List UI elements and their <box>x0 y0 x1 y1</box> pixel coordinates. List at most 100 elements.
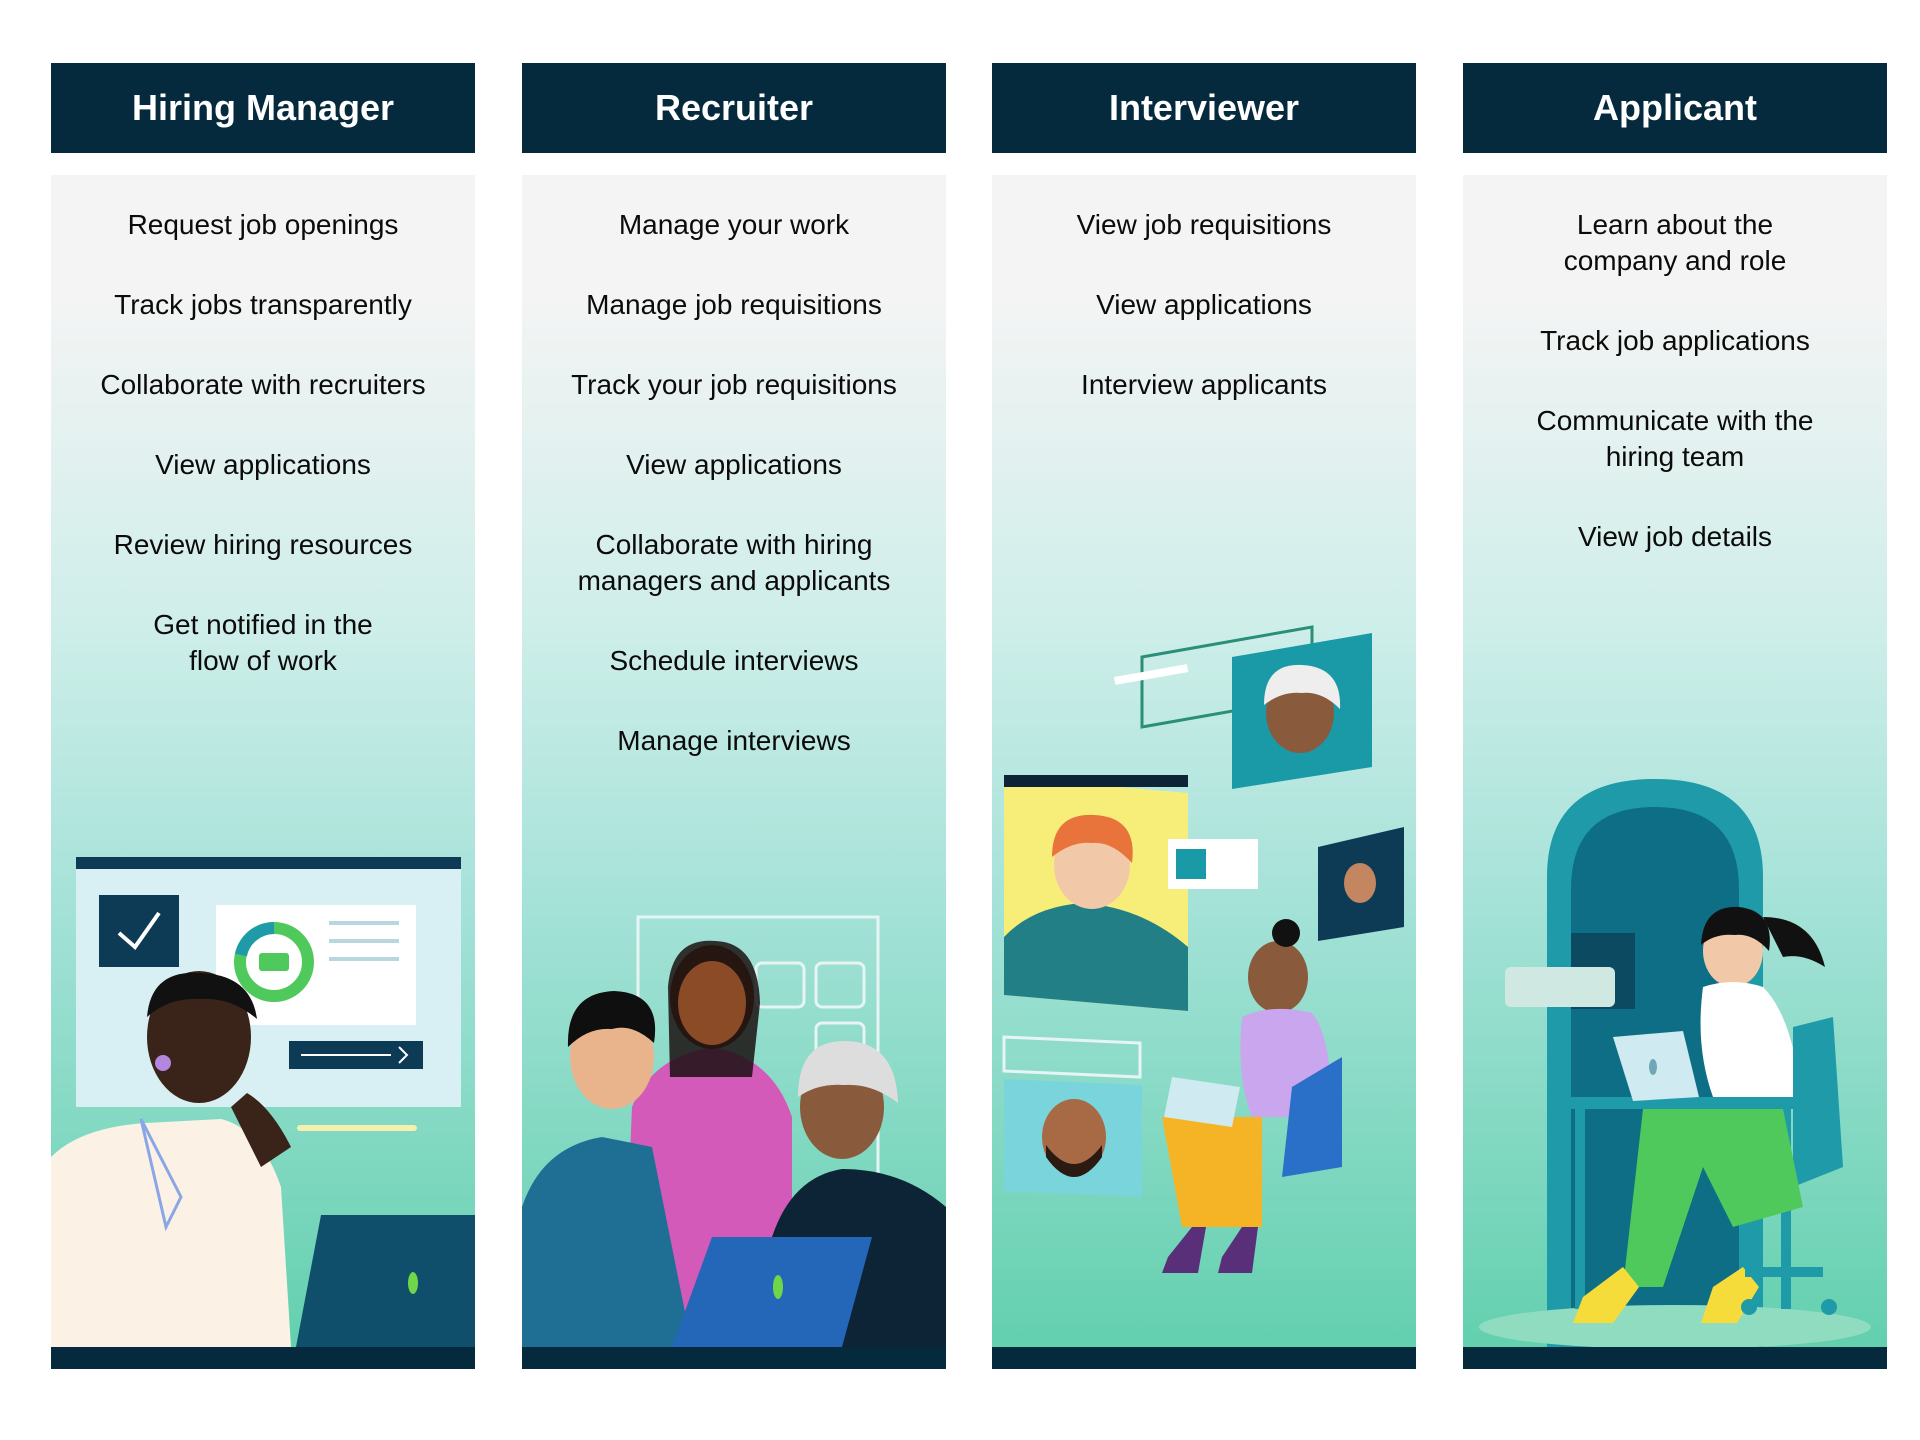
column-hiring-manager: Hiring Manager Request job openings Trac… <box>51 63 475 1369</box>
person-face <box>147 971 251 1103</box>
column-title: Applicant <box>1463 63 1887 153</box>
capability-item: Manage your work <box>618 209 850 240</box>
applicant-hair <box>1701 906 1770 951</box>
capability-item: Review hiring resources <box>113 529 413 560</box>
interviewer-illustration <box>1002 625 1404 1273</box>
column-footer-bar <box>992 1347 1416 1369</box>
older-woman-hair <box>798 1041 898 1103</box>
capability-item: View job requisitions <box>1076 209 1332 240</box>
capability-item: Manage job requisitions <box>586 289 882 320</box>
capability-item: Communicate with the hiring team <box>1536 405 1814 472</box>
column-title: Recruiter <box>522 63 946 153</box>
floating-bar <box>1114 664 1189 685</box>
column-body: Request job openings Track jobs transpar… <box>51 175 475 1347</box>
highlight-bar <box>297 1125 417 1131</box>
seated-woman-pants <box>1162 1117 1262 1227</box>
capability-list: Request job openings Track jobs transpar… <box>51 207 475 723</box>
column-footer-bar <box>522 1347 946 1369</box>
seated-woman-face <box>1248 941 1308 1013</box>
laptop-logo-icon <box>1649 1059 1657 1075</box>
column-title: Interviewer <box>992 63 1416 153</box>
capability-item: Get notified in the flow of work <box>153 609 373 676</box>
recruiter-illustration <box>522 915 946 1347</box>
floating-window-outline <box>1002 1035 1142 1079</box>
list-line <box>329 939 399 943</box>
laptop-icon <box>672 1237 872 1347</box>
person-hair <box>147 972 257 1019</box>
desk-leg <box>1575 1109 1585 1309</box>
column-body: Manage your work Manage job requisitions… <box>522 175 946 1347</box>
checkbox-icon <box>99 895 179 967</box>
desk-top <box>1563 1097 1803 1109</box>
laptop-logo-icon <box>408 1272 418 1294</box>
capability-item: View job details <box>1577 521 1773 552</box>
capability-list: View job requisitions View applications … <box>992 207 1416 447</box>
boot-icon <box>1218 1227 1258 1273</box>
calendar-cell <box>754 961 806 1009</box>
column-applicant: Applicant Learn about the company and ro… <box>1463 63 1887 1369</box>
man-suit <box>522 1137 692 1347</box>
hiring-manager-illustration <box>51 857 475 1347</box>
video-man-face <box>1344 863 1376 903</box>
window-titlebar <box>76 857 461 869</box>
laptop-icon <box>1164 1077 1240 1127</box>
shoe-icon <box>1573 1267 1639 1323</box>
scarf-outline <box>139 1118 183 1232</box>
video-woman-hair <box>1264 664 1341 709</box>
chair-wheel-icon <box>1821 1299 1837 1315</box>
video-tile-titlebar <box>1004 775 1188 787</box>
capability-item: Manage interviews <box>617 725 851 756</box>
checkmark-icon <box>117 911 161 950</box>
seated-woman-hair-bun <box>1272 919 1300 947</box>
list-line <box>329 921 399 925</box>
bearded-man-face <box>1042 1099 1106 1175</box>
applicant-sweater <box>1700 982 1801 1097</box>
chair-back <box>1793 1017 1843 1187</box>
chart-center-icon <box>259 953 289 971</box>
floor-shadow <box>1479 1305 1871 1347</box>
person-torso <box>51 1119 291 1347</box>
earring-icon <box>155 1055 171 1071</box>
chair-base <box>1745 1267 1823 1277</box>
capability-item: View applications <box>155 449 371 480</box>
chair-back <box>1282 1057 1342 1177</box>
woman-face-skin <box>678 961 746 1045</box>
capability-item: Track jobs transparently <box>114 289 412 320</box>
list-line <box>329 957 399 961</box>
column-body: Learn about the company and role Track j… <box>1463 175 1887 1347</box>
speech-bubble-icon <box>1505 967 1615 1007</box>
laptop-icon <box>296 1215 475 1347</box>
man-hair <box>567 991 656 1047</box>
capability-list: Learn about the company and role Track j… <box>1463 207 1887 599</box>
capability-item: Collaborate with hiring managers and app… <box>577 529 891 596</box>
person-hand <box>231 1093 291 1167</box>
capability-item: Learn about the company and role <box>1563 209 1787 276</box>
applicant-pants <box>1623 1109 1803 1287</box>
chair-wheel-icon <box>1741 1299 1757 1315</box>
column-footer-bar <box>51 1347 475 1369</box>
applicant-illustration <box>1479 779 1871 1347</box>
profile-card-avatar-icon <box>1176 849 1206 879</box>
column-body: View job requisitions View applications … <box>992 175 1416 1347</box>
capability-item: Track job applications <box>1540 325 1810 356</box>
bearded-man-beard <box>1046 1145 1102 1177</box>
capability-item: Collaborate with recruiters <box>100 369 426 400</box>
column-footer-bar <box>1463 1347 1887 1369</box>
column-interviewer: Interviewer View job requisitions View a… <box>992 63 1416 1369</box>
capability-item: Request job openings <box>127 209 399 240</box>
calendar-cell <box>814 961 866 1009</box>
applicant-ponytail <box>1763 917 1825 967</box>
capability-list: Manage your work Manage job requisitions… <box>522 207 946 803</box>
arrow-right-icon <box>301 1046 409 1064</box>
capability-item: View applications <box>626 449 842 480</box>
redhead-hair <box>1052 814 1133 863</box>
capability-item: Schedule interviews <box>609 645 859 676</box>
capability-item: Track your job requisitions <box>571 369 897 400</box>
capability-item: Interview applicants <box>1081 369 1327 400</box>
boot-icon <box>1162 1227 1206 1273</box>
column-recruiter: Recruiter Manage your work Manage job re… <box>522 63 946 1369</box>
capability-item: View applications <box>1096 289 1312 320</box>
donut-chart-segment <box>235 922 275 957</box>
column-title: Hiring Manager <box>51 63 475 153</box>
